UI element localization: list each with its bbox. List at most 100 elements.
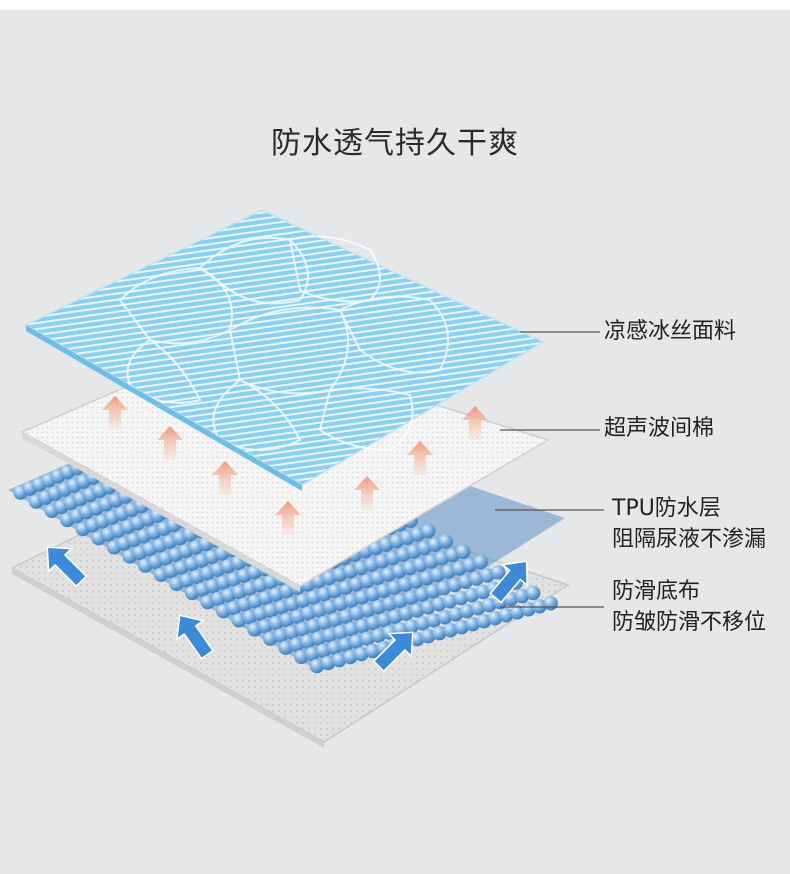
tpu-bubble [305, 646, 320, 661]
tpu-bubble [365, 643, 380, 659]
label-top-fabric: 凉感冰丝面料 [604, 316, 736, 347]
up-arrow-icon [462, 406, 488, 440]
tpu-bubble [393, 593, 408, 608]
tpu-bubble [462, 558, 478, 573]
tpu-bubble [415, 616, 430, 631]
tpu-bubble [343, 649, 358, 665]
label-base-line2: 防皱防滑不移位 [612, 610, 767, 635]
tpu-bubble [419, 570, 434, 586]
tpu-bubble [387, 580, 402, 595]
tpu-bubble [431, 597, 447, 612]
tpu-bubble [333, 625, 348, 640]
tpu-bubble [430, 567, 445, 583]
tpu-bubble [480, 568, 495, 583]
tpu-bubble [355, 590, 370, 605]
tpu-bubble [338, 609, 354, 624]
tpu-bubble [442, 594, 458, 609]
label-tpu-line1: TPU防水层 [612, 496, 721, 521]
tpu-bubble [320, 655, 336, 671]
up-arrow-icons [102, 396, 488, 535]
tpu-bubble [454, 620, 469, 635]
down-arrow-icon [372, 631, 414, 673]
tpu-bubble [377, 612, 392, 627]
tpu-bubble [448, 607, 464, 622]
tpu-bubble [470, 601, 486, 616]
tpu-bubble [515, 588, 530, 604]
tpu-bubble [278, 640, 293, 655]
tpu-bubble [499, 608, 514, 623]
tpu-bubble [311, 631, 326, 646]
tpu-bubble [327, 640, 342, 655]
tpu-bubble [268, 615, 284, 631]
tpu-bubble [543, 596, 558, 611]
tpu-bubble [409, 603, 425, 618]
down-arrow-icon [175, 614, 214, 660]
tpu-bubble [487, 611, 503, 626]
tpu-bubble [344, 593, 359, 608]
tpu-bubble [421, 628, 436, 644]
tpu-bubble [526, 585, 541, 601]
tpu-bubble [311, 603, 327, 618]
tpu-bubble [404, 590, 419, 605]
tpu-bubble [344, 621, 359, 637]
up-arrow-icon [275, 501, 301, 535]
tpu-bubble [398, 577, 413, 592]
tpu-bubble [447, 577, 462, 593]
label-base: 防滑底布 防皱防滑不移位 [612, 576, 766, 638]
tpu-bubble [309, 658, 325, 674]
tpu-bubble [355, 618, 370, 634]
tpu-bubble [453, 591, 469, 606]
down-arrow-icon [46, 546, 88, 588]
tpu-bubble [295, 621, 310, 637]
tpu-bubble [306, 618, 321, 634]
tpu-bubble [426, 613, 441, 628]
tpu-bubble [371, 628, 386, 643]
top-fabric-layer [24, 209, 545, 491]
down-arrow-icon [489, 560, 529, 604]
tpu-bubble [399, 606, 414, 621]
label-cotton-line1: 超声波间棉 [604, 416, 715, 441]
tpu-bubble [456, 544, 471, 559]
tpu-bubble [328, 612, 343, 627]
tpu-bubble [301, 606, 316, 621]
tpu-bubble [247, 622, 262, 637]
tpu-bubble [475, 584, 491, 600]
tpu-bubble [437, 610, 453, 625]
tpu-bubble [469, 571, 484, 586]
tpu-bubble [273, 628, 289, 643]
label-top-fabric-line1: 凉感冰丝面料 [604, 319, 737, 344]
label-tpu: TPU防水层 阻隔尿液不渗漏 [612, 493, 766, 555]
tpu-bubble [366, 615, 381, 631]
tpu-bubble [532, 599, 547, 614]
tpu-bubble [360, 631, 375, 646]
label-base-line1: 防滑底布 [612, 579, 701, 604]
label-cotton: 超声波间棉 [604, 413, 714, 444]
tpu-bubble [459, 604, 475, 619]
tpu-bubble [300, 634, 315, 649]
tpu-bubble [458, 574, 473, 589]
tpu-bubble [360, 603, 376, 618]
tpu-bubble [284, 625, 299, 640]
tpu-bubble [510, 605, 525, 620]
up-arrow-icon [354, 476, 380, 510]
up-arrow-icon [212, 461, 238, 495]
tpu-bubble [443, 623, 458, 638]
down-arrow-icons [46, 546, 529, 673]
tpu-bubble [473, 554, 488, 570]
tpu-bubble [481, 598, 497, 613]
tpu-bubble [294, 649, 309, 664]
leader-lines [495, 331, 604, 608]
tpu-bubble [349, 606, 365, 621]
tpu-bubble [409, 631, 425, 647]
tpu-bubble [365, 586, 381, 602]
tpu-bubble [322, 599, 338, 615]
tpu-bubble [322, 628, 337, 643]
tpu-bubble [491, 565, 506, 580]
tpu-bubble [262, 631, 278, 646]
tpu-bubble [349, 634, 364, 649]
tpu-bubble [415, 587, 430, 602]
tpu-bubble [465, 617, 480, 632]
tpu-bubble [332, 652, 347, 668]
tpu-bubble [432, 625, 447, 641]
